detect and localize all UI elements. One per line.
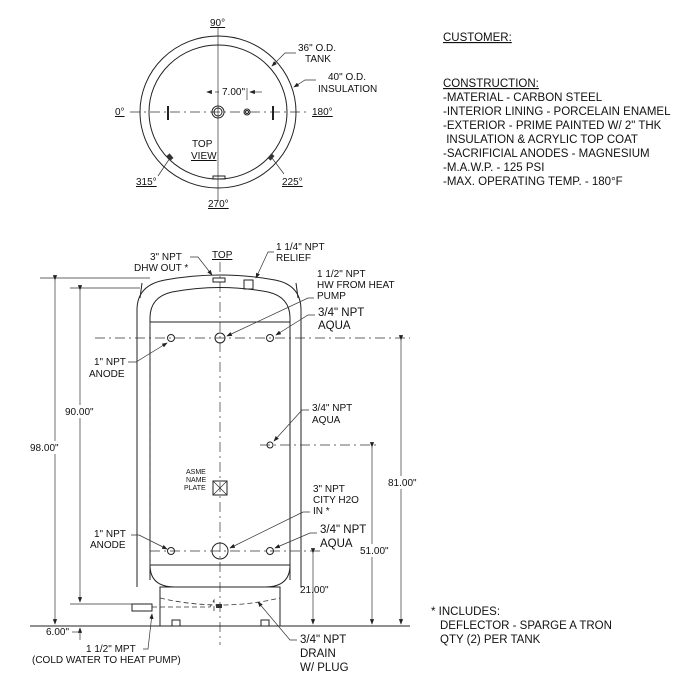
angle-315: 315°	[136, 177, 157, 188]
insulation-outline	[136, 274, 302, 587]
top-view-label-2: VIEW	[191, 151, 217, 162]
nameplate-label-3: PLATE	[184, 485, 206, 492]
aqua-bot-label: 3/4" NPT	[320, 524, 366, 536]
side-view: 98.00" 90.00" 81.00" 51.00" 21.00" 6.00"…	[28, 242, 420, 674]
angle-225: 225°	[282, 177, 303, 188]
includes-title: * INCLUDES:	[431, 606, 500, 618]
tank-shell	[149, 287, 291, 580]
dim-51: 51.00"	[360, 546, 389, 557]
notes: CUSTOMER: CONSTRUCTION: -MATERIAL - CARB…	[431, 32, 671, 646]
hw-from-hp-label-3: PUMP	[317, 291, 346, 302]
anode-port	[167, 547, 175, 555]
callouts: TOP 3" NPT DHW OUT * 1 1/4" NPT RELIEF 1…	[32, 242, 395, 674]
tank-od-label-2: TANK	[305, 54, 331, 65]
city-in-label: 3" NPT	[313, 484, 345, 495]
anode-port	[167, 334, 175, 342]
top-view: 7.00" 90° 0° 180° 270° 315° 225° 36" O.D…	[115, 18, 377, 210]
construction-item: -M.A.W.P. - 125 PSI	[443, 162, 544, 174]
includes-item: QTY (2) PER TANK	[440, 634, 541, 646]
dim-6: 6.00"	[46, 627, 69, 638]
anode-bot-label-2: ANODE	[90, 540, 126, 551]
dim-98: 98.00"	[30, 443, 59, 454]
aqua-mid-label: 3/4" NPT	[312, 403, 352, 414]
top-view-label: TOP	[192, 139, 213, 150]
construction-item: -EXTERIOR - PRIME PAINTED W/ 2" THK	[443, 120, 662, 132]
drain-label-2: DRAIN	[300, 648, 336, 660]
aqua-top-label: 3/4" NPT	[318, 307, 364, 319]
construction-item: INSULATION & ACRYLIC TOP COAT	[443, 134, 638, 146]
drain-label: 3/4" NPT	[300, 634, 346, 646]
hw-from-hp-label: 1 1/2" NPT	[317, 269, 366, 280]
relief-label-2: RELIEF	[276, 253, 311, 264]
cold-out-label: 1 1/2" MPT	[86, 644, 136, 655]
hw-from-hp-label-2: HW FROM HEAT	[317, 280, 395, 291]
angle-0: 0°	[115, 107, 125, 118]
dim-81: 81.00"	[388, 478, 417, 489]
aqua-top-label-2: AQUA	[318, 320, 351, 332]
anode-top-label: 1" NPT	[94, 357, 126, 368]
relief-label: 1 1/4" NPT	[276, 242, 325, 253]
construction-item: -SACRIFICIAL ANODES - MAGNESIUM	[443, 148, 650, 160]
insulation-od-label-2: INSULATION	[318, 84, 377, 95]
dim-90: 90.00"	[65, 407, 94, 418]
aqua-bot-label-2: AQUA	[320, 538, 353, 550]
nameplate-label: ASME	[186, 469, 206, 476]
customer-label: CUSTOMER:	[443, 32, 512, 44]
anode-bot-label: 1" NPT	[94, 529, 126, 540]
aqua-port	[266, 547, 274, 555]
anode-top-label-2: ANODE	[89, 369, 125, 380]
construction-item: -MATERIAL - CARBON STEEL	[443, 92, 603, 104]
nameplate-label-2: NAME	[186, 477, 207, 484]
spacing-dim: 7.00"	[222, 87, 245, 98]
nameplate-icon	[212, 480, 228, 496]
construction-title: CONSTRUCTION:	[443, 78, 539, 90]
construction-item: -MAX. OPERATING TEMP. - 180°F	[443, 176, 623, 188]
dim-21: 21.00"	[300, 585, 329, 596]
aqua-port	[266, 441, 274, 449]
insulation-od-label: 40" O.D.	[328, 72, 366, 83]
hw-port	[214, 332, 226, 344]
angle-90: 90°	[210, 18, 225, 29]
dhw-out-label: 3" NPT	[150, 252, 182, 263]
top-label: TOP	[212, 250, 233, 261]
city-in-label-2: CITY H2O	[313, 495, 359, 506]
ports	[40, 277, 410, 605]
city-in-port	[211, 542, 229, 560]
cold-out-label-2: (COLD WATER TO HEAT PUMP)	[32, 655, 181, 666]
insulation-circle	[139, 35, 297, 189]
includes-item: DEFLECTOR - SPARGE A TRON	[440, 620, 612, 632]
angle-270: 270°	[208, 199, 229, 210]
drain-label-3: W/ PLUG	[300, 662, 349, 674]
aqua-port	[266, 334, 274, 342]
tank-od-label: 36" O.D.	[298, 43, 336, 54]
dimensions: 98.00" 90.00" 81.00" 51.00" 21.00" 6.00"	[28, 275, 420, 640]
city-in-label-3: IN *	[313, 506, 330, 517]
aqua-mid-label-2: AQUA	[312, 415, 341, 426]
construction-item: -INTERIOR LINING - PORCELAIN ENAMEL	[443, 106, 671, 118]
dhw-out-label-2: DHW OUT *	[134, 263, 188, 274]
angle-180: 180°	[312, 107, 333, 118]
